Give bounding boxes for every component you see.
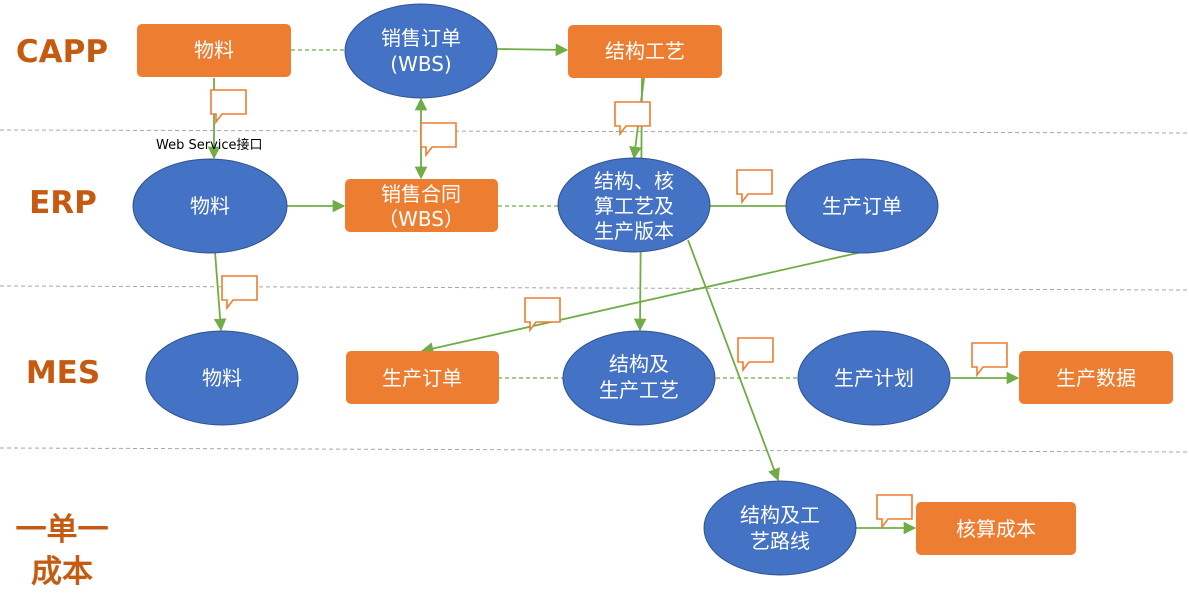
svg-text:结构、核: 结构、核 xyxy=(594,169,674,193)
node-mes-material: 物料 xyxy=(145,330,299,426)
lane-label-cost-line2: 成本 xyxy=(31,554,93,590)
svg-text:生产版本: 生产版本 xyxy=(594,219,674,243)
svg-text:(WBS): (WBS) xyxy=(390,52,451,76)
svg-text:核算成本: 核算成本 xyxy=(956,517,1036,541)
node-erp-sales-contract: 销售合同 （WBS） xyxy=(345,179,498,232)
svg-text:算工艺及: 算工艺及 xyxy=(594,194,674,218)
callout-icon xyxy=(736,169,773,205)
node-mes-struct-process: 结构及 生产工艺 xyxy=(562,330,716,426)
node-mes-prod-order: 生产订单 xyxy=(346,351,499,404)
arrow-erp-material-to-mes xyxy=(213,251,227,332)
svg-text:生产计划: 生产计划 xyxy=(834,366,914,390)
node-erp-material: 物料 xyxy=(132,158,288,254)
svg-text:结构及: 结构及 xyxy=(609,352,669,376)
lane-label-mes: MES xyxy=(26,355,100,391)
arrow-sales-order-to-struct xyxy=(496,43,569,57)
callout-icon xyxy=(524,297,561,333)
lane-label-erp: ERP xyxy=(29,185,97,221)
callout-icon xyxy=(876,494,913,530)
lane-divider xyxy=(0,129,1189,134)
svg-text:艺路线: 艺路线 xyxy=(750,529,810,553)
lane-label-cost-line1: 一单一 xyxy=(16,512,109,548)
node-capp-sales-order: 销售订单 (WBS) xyxy=(344,3,498,99)
callout-icon xyxy=(221,275,258,311)
node-mes-prod-plan: 生产计划 xyxy=(797,330,951,426)
svg-text:生产工艺: 生产工艺 xyxy=(599,378,679,402)
node-erp-prod-order: 生产订单 xyxy=(785,158,939,254)
node-cost-route: 结构及工 艺路线 xyxy=(703,480,857,576)
callout-icon xyxy=(971,342,1008,378)
svg-text:（WBS）: （WBS） xyxy=(378,207,464,231)
lane-label-capp: CAPP xyxy=(16,34,108,70)
callout-icon xyxy=(614,101,651,137)
svg-text:生产订单: 生产订单 xyxy=(382,366,462,390)
lane-divider xyxy=(0,447,1189,453)
web-service-label: Web Service接口 xyxy=(156,137,263,153)
svg-text:物料: 物料 xyxy=(190,194,230,218)
svg-text:物料: 物料 xyxy=(202,366,242,390)
svg-text:结构工艺: 结构工艺 xyxy=(605,39,685,63)
node-mes-prod-data: 生产数据 xyxy=(1019,351,1173,404)
node-capp-material: 物料 xyxy=(137,24,291,77)
arrow-prod-order-to-mes-order xyxy=(420,251,863,355)
svg-text:销售订单: 销售订单 xyxy=(381,26,461,50)
arrow-struct-cost-to-route xyxy=(687,239,780,482)
svg-text:生产数据: 生产数据 xyxy=(1056,366,1136,390)
svg-text:销售合同: 销售合同 xyxy=(381,182,461,206)
svg-text:物料: 物料 xyxy=(194,38,234,62)
svg-text:结构及工: 结构及工 xyxy=(740,503,820,527)
svg-text:生产订单: 生产订单 xyxy=(822,194,902,218)
node-cost-accounting: 核算成本 xyxy=(916,502,1076,555)
callout-icon xyxy=(210,89,247,125)
callout-icon xyxy=(737,337,774,373)
node-capp-struct-process: 结构工艺 xyxy=(568,25,722,78)
lane-divider xyxy=(0,285,1189,291)
callout-icon xyxy=(420,122,457,158)
node-erp-struct-cost: 结构、核 算工艺及 生产版本 xyxy=(557,157,711,253)
